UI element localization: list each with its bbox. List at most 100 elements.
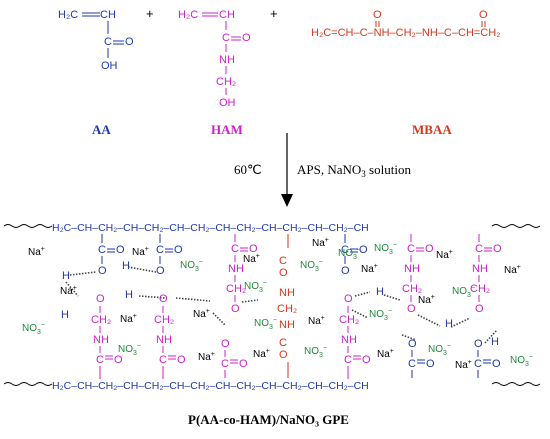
oxygen-atom: O [249, 243, 258, 255]
nitrate-ion: NO3− [369, 308, 392, 322]
top-chain-wave-right [491, 224, 541, 228]
nh-group: NH [341, 334, 357, 346]
nh-group: NH [228, 263, 244, 275]
ch2-group: CH₂ [91, 314, 111, 326]
crosslink-c: C [279, 255, 287, 267]
hydrogen-bond [450, 317, 471, 328]
nitrate-ion: NO3− [338, 247, 361, 261]
crosslink-ch2: CH₂ [277, 303, 297, 315]
hydrogen-atom: H [491, 336, 499, 348]
ham-nh: NH [219, 54, 235, 66]
hydrogen-bond [212, 312, 226, 326]
oxygen-atom: O [344, 293, 353, 305]
ham-label: HAM [211, 122, 243, 137]
hydrogen-bond [127, 266, 157, 273]
sodium-ion: Na+ [504, 264, 521, 276]
reaction-reagents: APS, NaNO3 solution [297, 162, 411, 179]
nh-group: NH [472, 263, 488, 275]
hydrogen-bond [69, 271, 97, 276]
carbon-atom: C [156, 244, 164, 256]
oxygen-atom: O [474, 338, 483, 350]
oxygen-atom: O [492, 358, 501, 370]
sodium-ion: Na+ [193, 308, 210, 320]
nitrate-ion: NO3− [428, 343, 451, 357]
sodium-ion: Na+ [436, 249, 453, 261]
plus-2: + [270, 6, 278, 21]
carbon-atom: C [231, 243, 239, 255]
oxygen-atom: O [98, 265, 107, 277]
oxygen-atom: O [114, 354, 123, 366]
nitrate-ion: NO3− [254, 317, 277, 331]
mbaa-formula: H₂C=CH–C–NH–CH₂–NH–C–CH=CH₂ [311, 27, 500, 39]
ham-c: C [222, 32, 230, 44]
hydrogen-bond [383, 294, 401, 301]
crosslink-o: O [279, 349, 288, 361]
oxygen-atom: O [231, 303, 240, 315]
bottom-chain: H₂C–CH–CH₂–CH–CH₂–CH–CH₂–CH–CH₂–CH–CH₂–C… [52, 380, 369, 392]
aa-label: AA [92, 122, 111, 137]
hydrogen-bond [354, 291, 371, 297]
oxygen-atom: O [362, 354, 371, 366]
crosslink-c: C [279, 337, 287, 349]
top-chain: H₂C–CH–CH₂–CH–CH₂–CH–CH₂–CH–CH₂–CH–CH₂–C… [52, 222, 369, 234]
sodium-ion: Na+ [377, 348, 394, 360]
reaction-arrow [281, 133, 293, 207]
oxygen-atom: O [221, 338, 230, 350]
oxygen-atom: O [239, 358, 248, 370]
sodium-ion: Na+ [361, 263, 378, 275]
hydrogen-atom: H [122, 260, 130, 272]
crosslink-nh: NH [279, 319, 295, 331]
carbon-atom: C [344, 354, 352, 366]
bottom-chain-wave-right [491, 382, 541, 386]
ham-oh: OH [219, 97, 236, 109]
sodium-ion: Na+ [253, 348, 270, 360]
carbon-atom: C [98, 244, 106, 256]
nitrate-ion: NO3− [510, 354, 533, 368]
nh-group: NH [93, 334, 109, 346]
oxygen-atom: O [159, 293, 168, 305]
carbon-atom: C [341, 244, 349, 256]
ch2-group: CH₂ [339, 314, 359, 326]
bottom-chain-wave-left [3, 382, 53, 386]
oxygen-atom: O [425, 243, 434, 255]
nitrate-ion: NO3− [452, 285, 475, 299]
ch2-group: CH₂ [154, 314, 174, 326]
carbon-atom: C [159, 354, 167, 366]
carbon-atom: C [407, 243, 415, 255]
sodium-ion: Na+ [455, 359, 472, 371]
nh-group: NH [156, 334, 172, 346]
top-chain-wave-left [3, 224, 53, 228]
nh-group: NH [404, 263, 420, 275]
hydrogen-bond [401, 334, 417, 341]
ham-h2c: H₂C [178, 9, 198, 21]
oxygen-atom: O [156, 265, 165, 277]
aa-h2c: H₂C [58, 9, 78, 21]
plus-1: + [146, 6, 154, 21]
hydrogen-atom: H [445, 318, 453, 330]
product-label: P(AA-co-HAM)/NaNO₃ GPE [188, 412, 349, 427]
nitrate-ion: NO3− [244, 280, 267, 294]
ch2-group: CH₂ [226, 283, 246, 295]
ham-o: O [242, 32, 251, 44]
hydrogen-bond [65, 281, 79, 297]
hydrogen-bond [241, 299, 259, 303]
ions: Na+Na+Na+Na+Na+Na+Na+Na+Na+Na+Na+Na+Na+N… [22, 237, 533, 371]
oxygen-atom: O [116, 244, 125, 256]
hydrogen-bond [417, 314, 441, 327]
crosslink-nh: NH [279, 287, 295, 299]
oxygen-atom: O [341, 265, 350, 277]
nitrate-ion: NO3− [22, 322, 45, 336]
ch2-group: CH₂ [470, 283, 490, 295]
oxygen-atom: O [174, 244, 183, 256]
mbaa-o-right: O [479, 9, 488, 21]
hydrogen-atom: H [61, 309, 69, 321]
oxygen-atom: O [177, 354, 186, 366]
sodium-ion: Na+ [243, 253, 260, 265]
carbon-atom: C [408, 358, 416, 370]
oxygen-atom: O [493, 243, 502, 255]
aa-c: C [104, 36, 112, 48]
monomer-mbaa: H₂C=CH–C–NH–CH₂–NH–C–CH=CH₂ O O [311, 9, 500, 39]
monomer-ham: H₂C CH C O NH CH₂ OH [178, 9, 251, 109]
